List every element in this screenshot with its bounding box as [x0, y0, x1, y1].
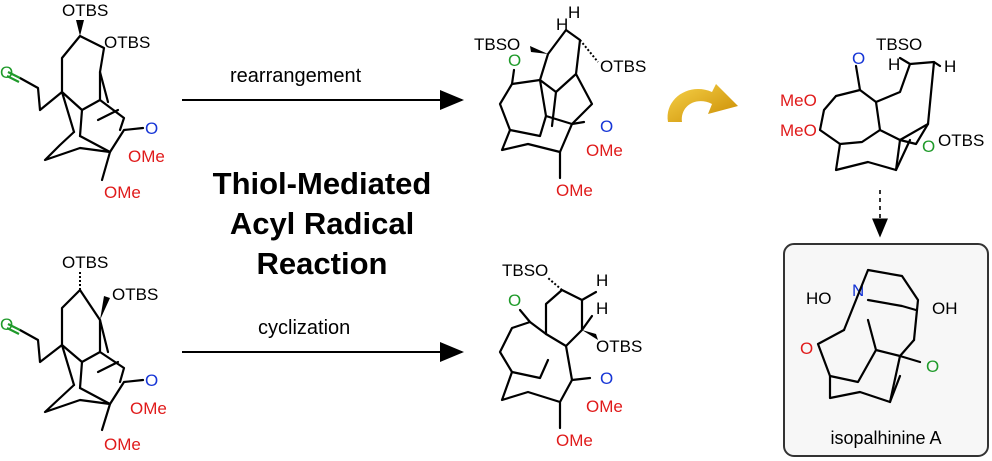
wedge-bond: [530, 46, 548, 54]
title-line-3: Reaction: [257, 246, 388, 281]
isopalhinine-a-panel: HO N OH O O isopalhinine A: [783, 243, 989, 457]
starting-material-bottom: OTBS OTBS O OMe OMe O: [0, 253, 167, 454]
wedge-bond: [100, 296, 110, 320]
product-name: isopalhinine A: [830, 428, 941, 448]
h-label: H: [944, 57, 956, 76]
cyclization-label: cyclization: [258, 317, 350, 339]
otbs-label: OTBS: [112, 285, 158, 304]
ome-label: OMe: [586, 397, 623, 416]
ketone-o: O: [800, 339, 813, 358]
otbs-label: OTBS: [62, 1, 108, 20]
ome-label: OMe: [104, 183, 141, 202]
title-line-1: Thiol-Mediated: [213, 166, 432, 201]
ketone-o: O: [508, 51, 521, 70]
ketone-o: O: [145, 119, 158, 138]
ho-label: HO: [806, 289, 832, 308]
ome-label: OMe: [130, 399, 167, 418]
h-label: H: [568, 3, 580, 22]
tbso-label: TBSO: [502, 261, 548, 280]
otbs-label: OTBS: [600, 57, 646, 76]
ketone-o: O: [922, 137, 935, 156]
curved-arrow-icon: [667, 84, 738, 122]
ketone-o: O: [926, 357, 939, 376]
ome-label: OMe: [586, 141, 623, 160]
otbs-label: OTBS: [596, 337, 642, 356]
tbso-label: TBSO: [876, 35, 922, 54]
ome-label: OMe: [556, 431, 593, 450]
ketone-o: O: [145, 371, 158, 390]
ketone-o: O: [852, 49, 865, 68]
tbso-label: TBSO: [474, 35, 520, 54]
otbs-label: OTBS: [938, 131, 984, 150]
rearrangement-product: TBSO H H OTBS O O OMe OMe: [474, 3, 646, 200]
arrow-cyclization: cyclization: [182, 317, 464, 362]
ketone-o: O: [508, 291, 521, 310]
ome-label: OMe: [128, 147, 165, 166]
rearrangement-label: rearrangement: [230, 65, 362, 87]
meo-label: MeO: [780, 91, 817, 110]
acetal-intermediate: TBSO H H OTBS O MeO MeO O: [780, 35, 984, 172]
wedge-bond: [582, 330, 598, 340]
cyclization-product: TBSO H H OTBS O O OMe OMe: [498, 261, 642, 450]
ketone-o: O: [600, 369, 613, 388]
aldehyde-o: O: [0, 63, 13, 82]
reaction-title: Thiol-Mediated Acyl Radical Reaction: [213, 166, 432, 281]
otbs-label: OTBS: [62, 253, 108, 272]
h-label: H: [596, 299, 608, 318]
arrow-rearrangement: rearrangement: [182, 65, 464, 110]
aldehyde-o: O: [0, 315, 13, 334]
meo-label: MeO: [780, 121, 817, 140]
starting-material-top: OTBS OTBS O OMe OMe O: [0, 1, 165, 202]
ome-label: OMe: [556, 181, 593, 200]
h-label: H: [596, 271, 608, 290]
wedge-bond: [76, 20, 84, 36]
otbs-label: OTBS: [104, 33, 150, 52]
oh-label: OH: [932, 299, 958, 318]
ome-label: OMe: [104, 435, 141, 454]
h-label: H: [888, 55, 900, 74]
title-line-2: Acyl Radical: [230, 206, 414, 241]
ketone-o: O: [600, 117, 613, 136]
